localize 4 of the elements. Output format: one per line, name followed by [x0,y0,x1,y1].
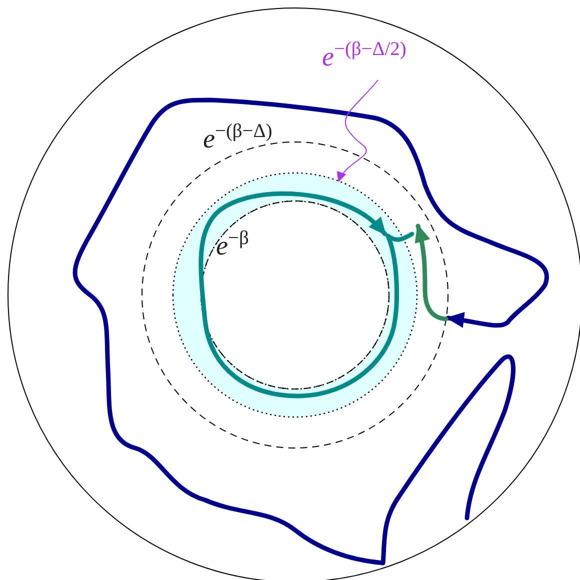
math-label: e$^{−β}$ [216,229,249,260]
math-label: e$^{−(β−Δ)}$ [203,122,272,153]
leader-line [338,80,378,182]
math-label: e$^{−(β−Δ/2)}$ [322,40,406,71]
